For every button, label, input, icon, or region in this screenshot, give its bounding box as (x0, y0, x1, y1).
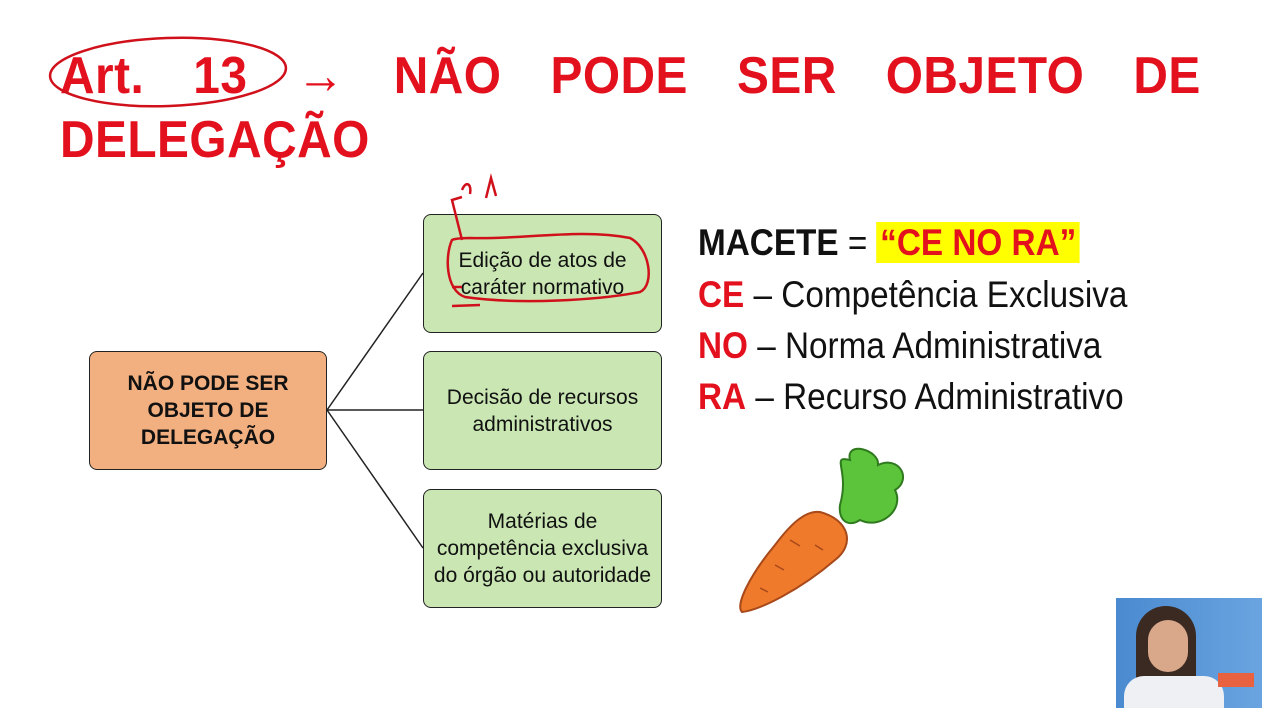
arrow-icon: → (296, 47, 345, 105)
macete-item: NO – Norma Administrativa (698, 325, 1101, 367)
child-box-appeals: Decisão de recursos administrativos (423, 351, 662, 470)
connector (326, 409, 424, 549)
child-box-normative: Edição de atos de caráter normativo (423, 214, 662, 333)
title-word: PODE (550, 47, 688, 105)
title-word: DE (1133, 47, 1201, 105)
equals: = (838, 222, 877, 263)
title-word: OBJETO (885, 47, 1085, 105)
meaning: – Norma Administrativa (747, 325, 1102, 366)
abbr: CE (698, 274, 745, 315)
macete-item: RA – Recurso Administrativo (698, 376, 1124, 418)
child-box-exclusive: Matérias de competência exclusiva do órg… (423, 489, 662, 608)
webcam-video (1116, 598, 1262, 708)
macete-label: MACETE (698, 222, 839, 263)
meaning: – Recurso Administrativo (746, 376, 1124, 417)
title-word: NÃO (393, 47, 502, 105)
macete-item: CE – Competência Exclusiva (698, 274, 1127, 316)
connector (326, 272, 424, 411)
root-box: NÃO PODE SER OBJETO DE DELEGAÇÃO (89, 351, 327, 470)
abbr: RA (698, 376, 747, 417)
macete-line: MACETE = “CE NO RA” (698, 222, 1080, 264)
abbr: NO (698, 325, 748, 366)
title-line-2: DELEGAÇÃO (60, 111, 370, 169)
title-word: SER (736, 47, 837, 105)
meaning: – Competência Exclusiva (744, 274, 1128, 315)
macete-phrase: “CE NO RA” (876, 222, 1080, 263)
